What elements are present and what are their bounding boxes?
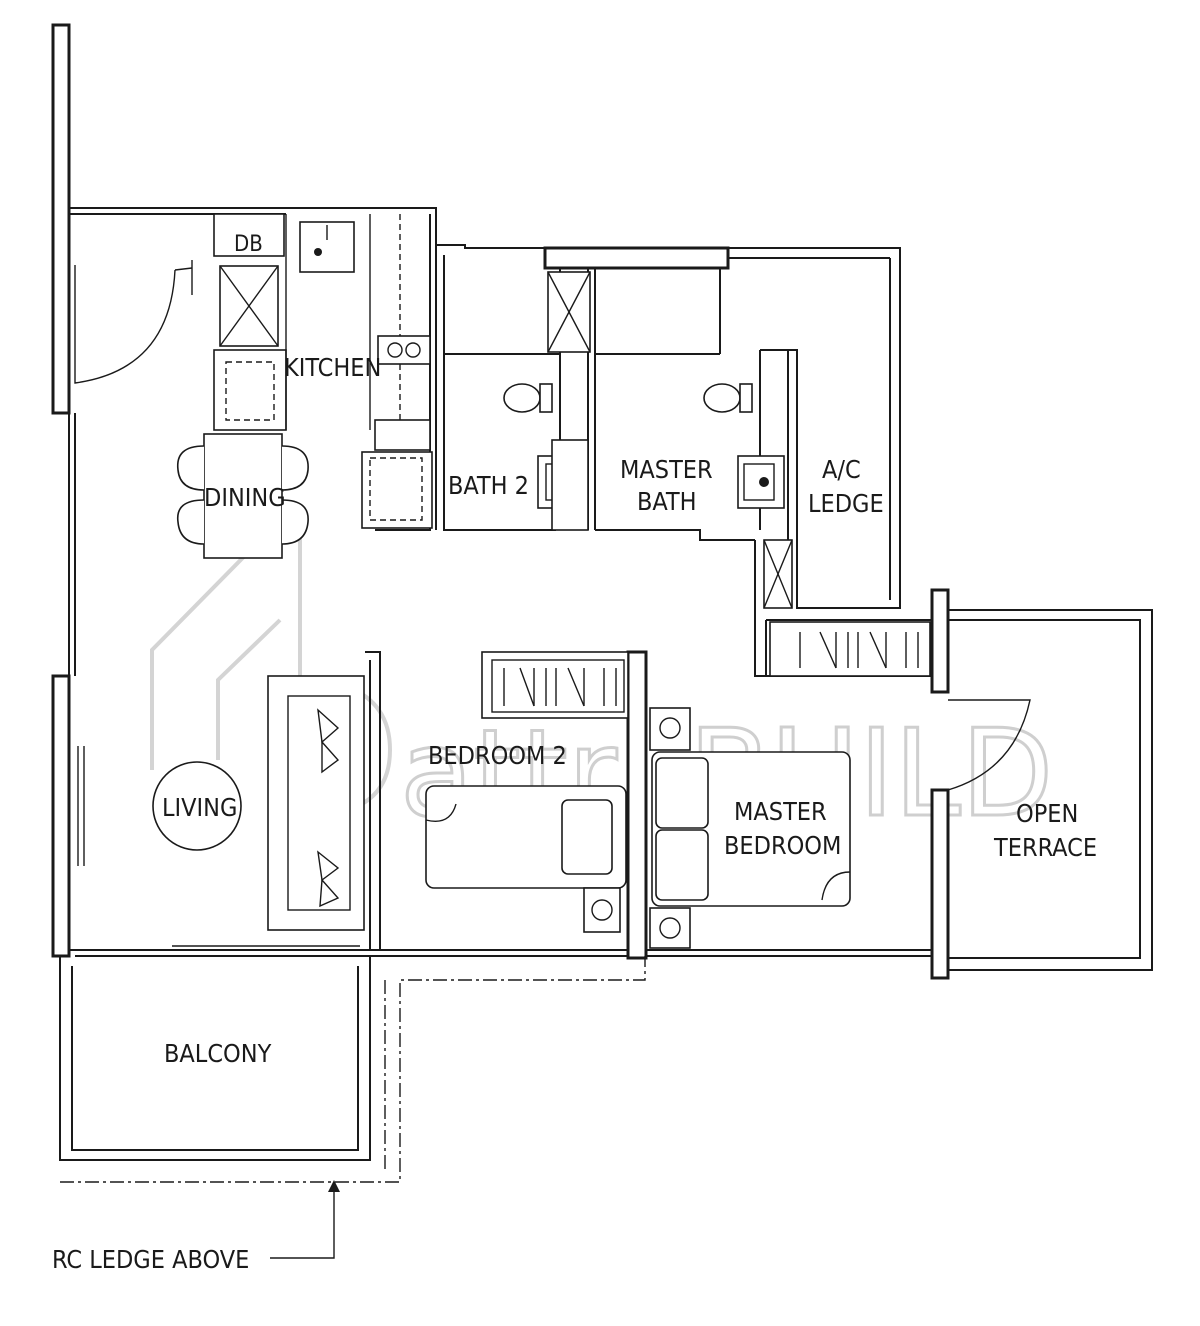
rc-ledge-label: RC LEDGE ABOVE <box>52 1245 249 1274</box>
bath2-label: BATH 2 <box>448 471 529 500</box>
living-sofa <box>267 675 365 931</box>
bed-bedroom2 <box>425 785 627 933</box>
living-label: LIVING <box>162 793 237 822</box>
ac-ledge-label-line2: LEDGE <box>808 489 884 518</box>
master-bath-label-line1: MASTER <box>620 455 713 484</box>
open-terrace-label-line1: OPEN <box>1016 799 1078 828</box>
db-label: DB <box>234 232 263 257</box>
master-bath-fixtures <box>703 383 793 609</box>
dining-set <box>176 433 309 559</box>
kitchen-label: KITCHEN <box>284 353 381 382</box>
balcony-label: BALCONY <box>164 1039 272 1068</box>
open-terrace-label-line2: TERRACE <box>993 833 1097 862</box>
kitchen-fixtures <box>213 213 433 529</box>
wardrobe-bedroom2 <box>481 651 629 719</box>
rc-ledge-outline <box>60 956 646 1259</box>
bath2-fixtures <box>503 271 591 531</box>
bed-master <box>649 707 851 949</box>
living-marker <box>152 761 242 851</box>
bedroom2-label: BEDROOM 2 <box>428 741 567 770</box>
master-bedroom-label-line1: MASTER <box>734 797 827 826</box>
terrace-door <box>947 699 1031 791</box>
ac-ledge-label-line1: A/C <box>822 455 861 484</box>
outer-walls <box>51 23 1153 1161</box>
entrance-door <box>74 260 193 384</box>
master-bath-label-line2: BATH <box>637 487 697 516</box>
master-bedroom-label-line2: BEDROOM <box>724 831 841 860</box>
dining-label: DINING <box>204 483 286 512</box>
wardrobe-master <box>769 621 931 677</box>
